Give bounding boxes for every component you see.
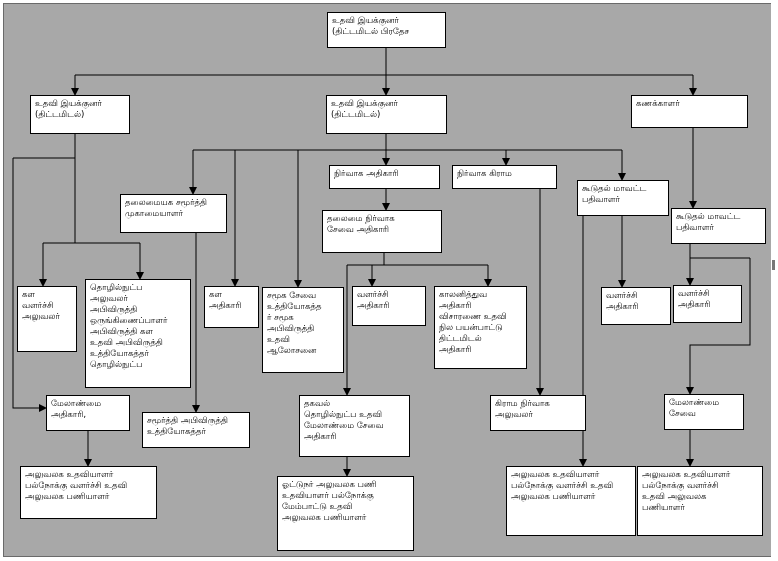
box-mgmt-service: மேலாண்மை சேவை [664, 394, 744, 430]
box-growth-officer-3: வளர்ச்சி அதிகாரி [673, 285, 742, 323]
box-growth-officer-2: வளர்ச்சி அதிகாரி [601, 287, 671, 325]
box-samurdhi-dev: சமூர்த்தி அபிவிருத்தி உத்தியோகத்தர் [142, 412, 250, 448]
box-top: உதவி இயக்குனர் (திட்டமிடல் பிரதேச [327, 12, 446, 48]
box-admin-officer: நிர்வாக அதிகாரி [329, 165, 440, 189]
box-addl-registrar-2: கூடுதல் மாவட்ட பதிவாளர் [671, 208, 766, 244]
box-office-asst-1: அலுவலக உதவியாளர் பல்நோக்கு வளர்ச்சி உதவி… [20, 466, 157, 519]
box-info-tech: தகவல் தொழில்நுட்ப உதவி மேலாண்மை சேவை அதி… [299, 395, 410, 457]
box-social-service: சமூக சேவை உத்தியோகத்த ர் சமூக அபிவிருத்த… [262, 287, 344, 373]
box-driver-staff: ஓட்டுநர் அலுவலக பணி உதவியாளர் பல்நோக்கு … [277, 476, 414, 551]
box-mid-ad: உதவி இயக்குனர் (திட்டமிடல்) [326, 95, 447, 134]
box-office-asst-3: அலுவலக உதவியாளர் பல்நோக்கு வளர்ச்சி உதவி… [637, 466, 763, 536]
box-chief-social: தலைமையக சமூர்த்தி முகாமையாளர் [120, 194, 227, 233]
edge-marker [772, 260, 775, 270]
box-tech-dev: தொழில்நுட்ப அலுவலர் அபிவிருத்தி ஒருங்கிண… [85, 279, 191, 388]
right-edge-strip [771, 0, 778, 561]
box-admin-village: நிர்வாக கிராம [452, 165, 557, 189]
box-chief-admin: தலைமை நிர்வாக சேவை அதிகாரி [322, 210, 442, 253]
box-office-asst-2: அலுவலக உதவியாளர் பல்நோக்கு வளர்ச்சி உதவி… [506, 466, 636, 536]
box-village-admin: கிராம நிர்வாக அலுவலர் [490, 395, 586, 431]
box-left-ad: உதவி இயக்குனர் (திட்டமிடல்) [30, 95, 130, 134]
box-addl-registrar-1: கூடுதல் மாவட்ட பதிவாளர் [577, 180, 669, 216]
connector-to-mgmt-officer [12, 158, 47, 412]
connector-to-mgmt-service [686, 258, 751, 395]
box-ka-growth-officer: கள வளர்ச்சி அலுவலர் [17, 286, 77, 352]
box-growth-officer-1: வளர்ச்சி அதிகாரி [352, 286, 426, 326]
box-accountant: கணக்காளர் [631, 95, 748, 128]
box-mgmt-officer: மேலாண்மை அதிகாரி, [46, 395, 130, 431]
box-colonial: காலனித்துவ அதிகாரி விசாரணை உதவி நில பயன்… [434, 286, 527, 369]
box-ka-officer: கள அதிகாரி [204, 286, 259, 328]
